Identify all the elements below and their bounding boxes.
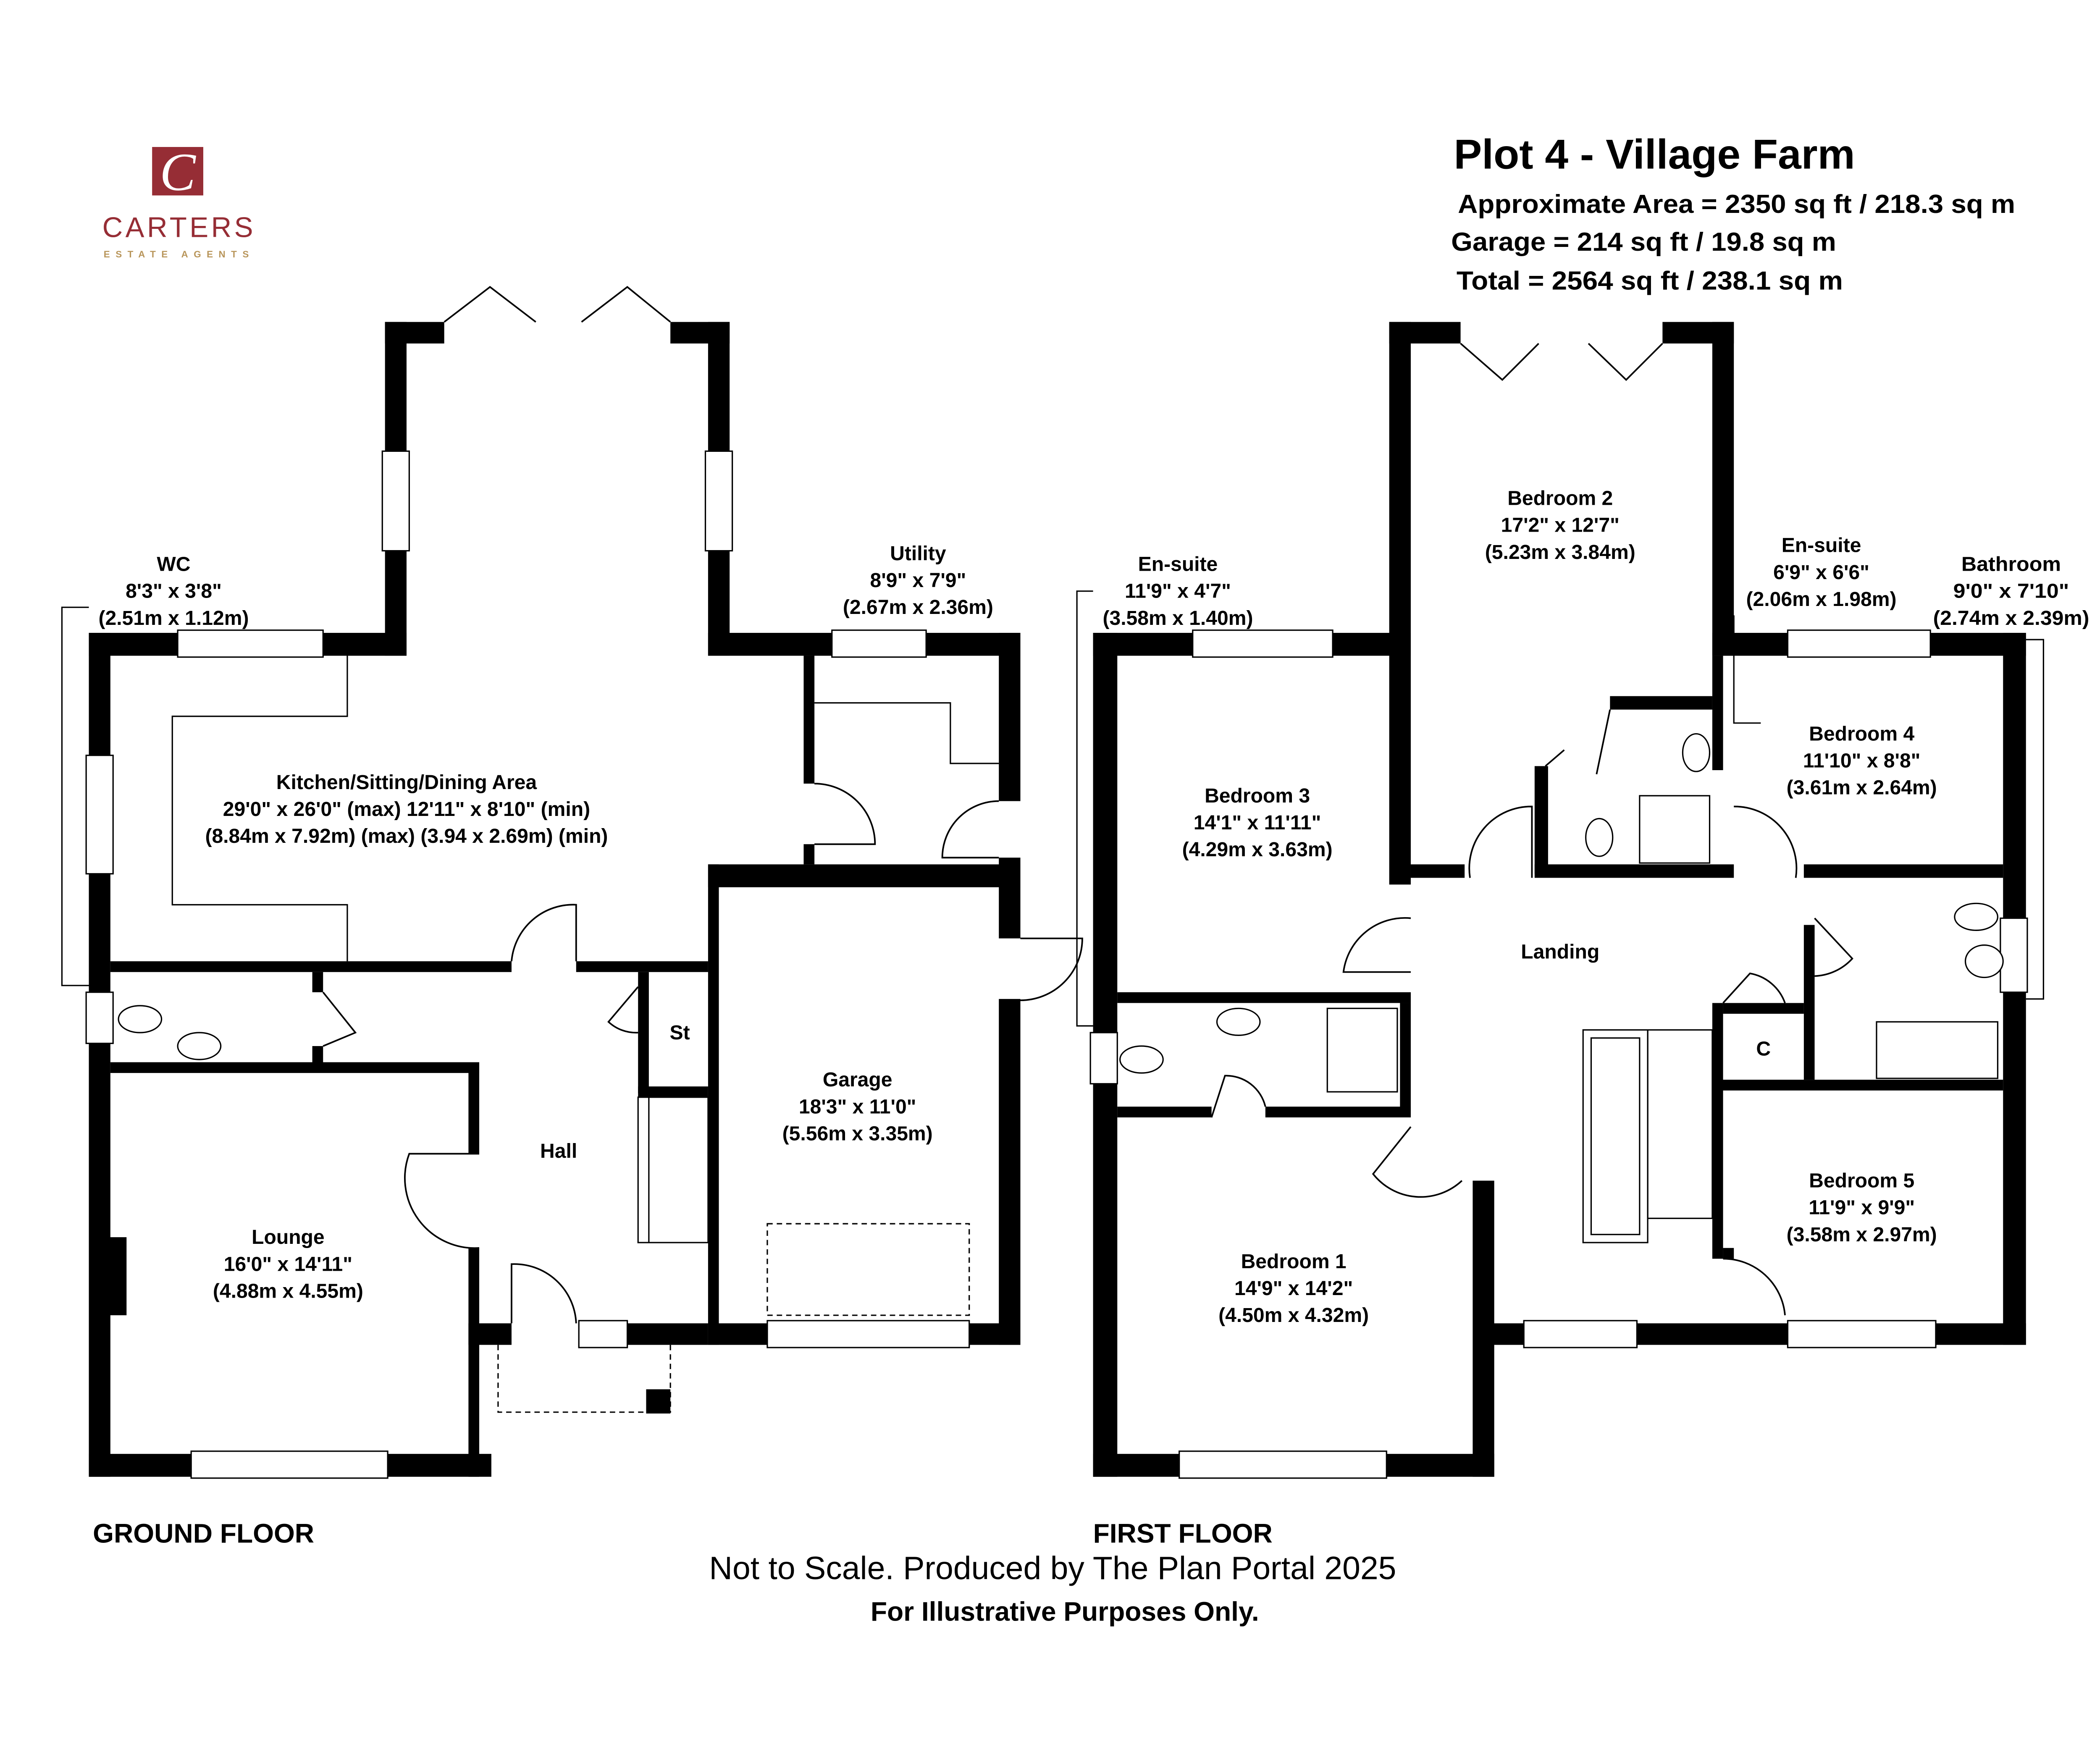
toilet-icon: [1119, 1045, 1164, 1074]
ensuite1-name: En-suite: [1138, 553, 1218, 576]
garage-dim-metric: (5.56m x 3.35m): [782, 1122, 933, 1145]
bedroom1-name: Bedroom 1: [1241, 1250, 1347, 1273]
bedroom2-dim-metric: (5.23m x 3.84m): [1485, 541, 1635, 564]
ensuite2-dim-metric: (2.06m x 1.98m): [1746, 588, 1897, 611]
bedroom5-name: Bedroom 5: [1809, 1170, 1914, 1192]
ground-floor-walls: [89, 322, 1021, 1477]
ensuite2-dim-imperial: 6'9" x 6'6": [1773, 561, 1869, 584]
shower-icon: [1639, 795, 1711, 864]
bedroom4-name: Bedroom 4: [1809, 722, 1914, 745]
utility-dim-imperial: 8'9" x 7'9": [870, 569, 966, 592]
hall-name: Hall: [540, 1140, 577, 1162]
bedroom5-dim-metric: (3.58m x 2.97m): [1787, 1223, 1937, 1246]
basin-icon: [1682, 733, 1711, 772]
total-area: Total = 2564 sq ft / 238.1 sq m: [1457, 266, 1843, 296]
bedroom2-dim-imperial: 17'2" x 12'7": [1501, 514, 1620, 537]
first-floor-details: [1076, 343, 2044, 1479]
bedroom3-dim-imperial: 14'1" x 11'11": [1194, 811, 1321, 834]
approx-area: Approximate Area = 2350 sq ft / 218.3 sq…: [1458, 189, 2015, 219]
ground-floor-label: GROUND FLOOR: [93, 1518, 314, 1549]
logo-letter: C: [160, 142, 196, 202]
toilet-icon: [1954, 902, 1999, 931]
toilet-icon: [1585, 818, 1614, 857]
garage-dim-imperial: 18'3" x 11'0": [799, 1095, 916, 1118]
logo-mark: [152, 147, 203, 196]
garage-name: Garage: [823, 1068, 892, 1091]
bedroom2-name: Bedroom 2: [1507, 487, 1613, 510]
bathroom-dim-imperial: 9'0" x 7'10": [1953, 580, 2069, 603]
bathroom-dim-metric: (2.74m x 2.39m): [1933, 607, 2090, 629]
bedroom4-dim-metric: (3.61m x 2.64m): [1787, 776, 1937, 799]
first-stairs: [1582, 1029, 1713, 1243]
wc-dim-imperial: 8'3" x 3'8": [126, 580, 222, 603]
wc-dim-metric: (2.51m x 1.12m): [98, 607, 249, 629]
basin-icon: [1216, 1007, 1261, 1036]
ensuite2-name: En-suite: [1782, 534, 1861, 557]
carters-logo: C CARTERS ESTATE AGENTS: [102, 142, 256, 260]
kitchen-dim-metric: (8.84m x 7.92m) (max) (3.94 x 2.69m) (mi…: [205, 825, 608, 847]
bath-icon: [1876, 1021, 1999, 1079]
basin-icon: [1964, 944, 2004, 978]
ground-stairs: [637, 1096, 709, 1243]
wc-name: WC: [157, 553, 190, 576]
bedroom5-dim-imperial: 11'9" x 9'9": [1809, 1196, 1915, 1219]
bedroom1-dim-metric: (4.50m x 4.32m): [1218, 1304, 1369, 1327]
cupboard-name: C: [1756, 1037, 1771, 1060]
store-name: St: [670, 1021, 690, 1044]
first-floor-label: FIRST FLOOR: [1093, 1518, 1273, 1549]
ground-floor-details: [61, 286, 1083, 1479]
bedroom3-name: Bedroom 3: [1205, 784, 1310, 807]
scale-note: Not to Scale. Produced by The Plan Porta…: [709, 1550, 1396, 1586]
lounge-dim-imperial: 16'0" x 14'11": [224, 1253, 352, 1275]
ensuite1-dim-imperial: 11'9" x 4'7": [1125, 580, 1231, 603]
bedroom1-dim-imperial: 14'9" x 14'2": [1234, 1277, 1353, 1300]
kitchen-dim-imperial: 29'0" x 26'0" (max) 12'11" x 8'10" (min): [223, 798, 590, 821]
utility-name: Utility: [890, 542, 946, 565]
garage-area: Garage = 214 sq ft / 19.8 sq m: [1451, 227, 1836, 257]
logo-name: CARTERS: [102, 212, 256, 244]
shower-icon: [1326, 1007, 1398, 1093]
first-floor-labels: Bedroom 2 17'2" x 12'7" (5.23m x 3.84m) …: [1093, 487, 2090, 1549]
logo-tagline: ESTATE AGENTS: [104, 249, 255, 260]
kitchen-name: Kitchen/Sitting/Dining Area: [276, 771, 538, 794]
bathroom-name: Bathroom: [1961, 553, 2061, 576]
lounge-dim-metric: (4.88m x 4.55m): [213, 1280, 363, 1302]
bedroom3-dim-metric: (4.29m x 3.63m): [1182, 838, 1333, 861]
utility-dim-metric: (2.67m x 2.36m): [843, 596, 993, 619]
ground-floor-labels: Kitchen/Sitting/Dining Area 29'0" x 26'0…: [93, 542, 993, 1549]
purpose-note: For Illustrative Purposes Only.: [871, 1597, 1259, 1627]
landing-name: Landing: [1521, 941, 1599, 963]
lounge-name: Lounge: [252, 1226, 325, 1248]
bedroom4-dim-imperial: 11'10" x 8'8": [1803, 750, 1921, 772]
basin-icon: [177, 1032, 222, 1060]
ensuite1-dim-metric: (3.58m x 1.40m): [1102, 607, 1253, 629]
toilet-icon: [118, 1005, 163, 1033]
plan-title: Plot 4 - Village Farm: [1454, 131, 1855, 178]
